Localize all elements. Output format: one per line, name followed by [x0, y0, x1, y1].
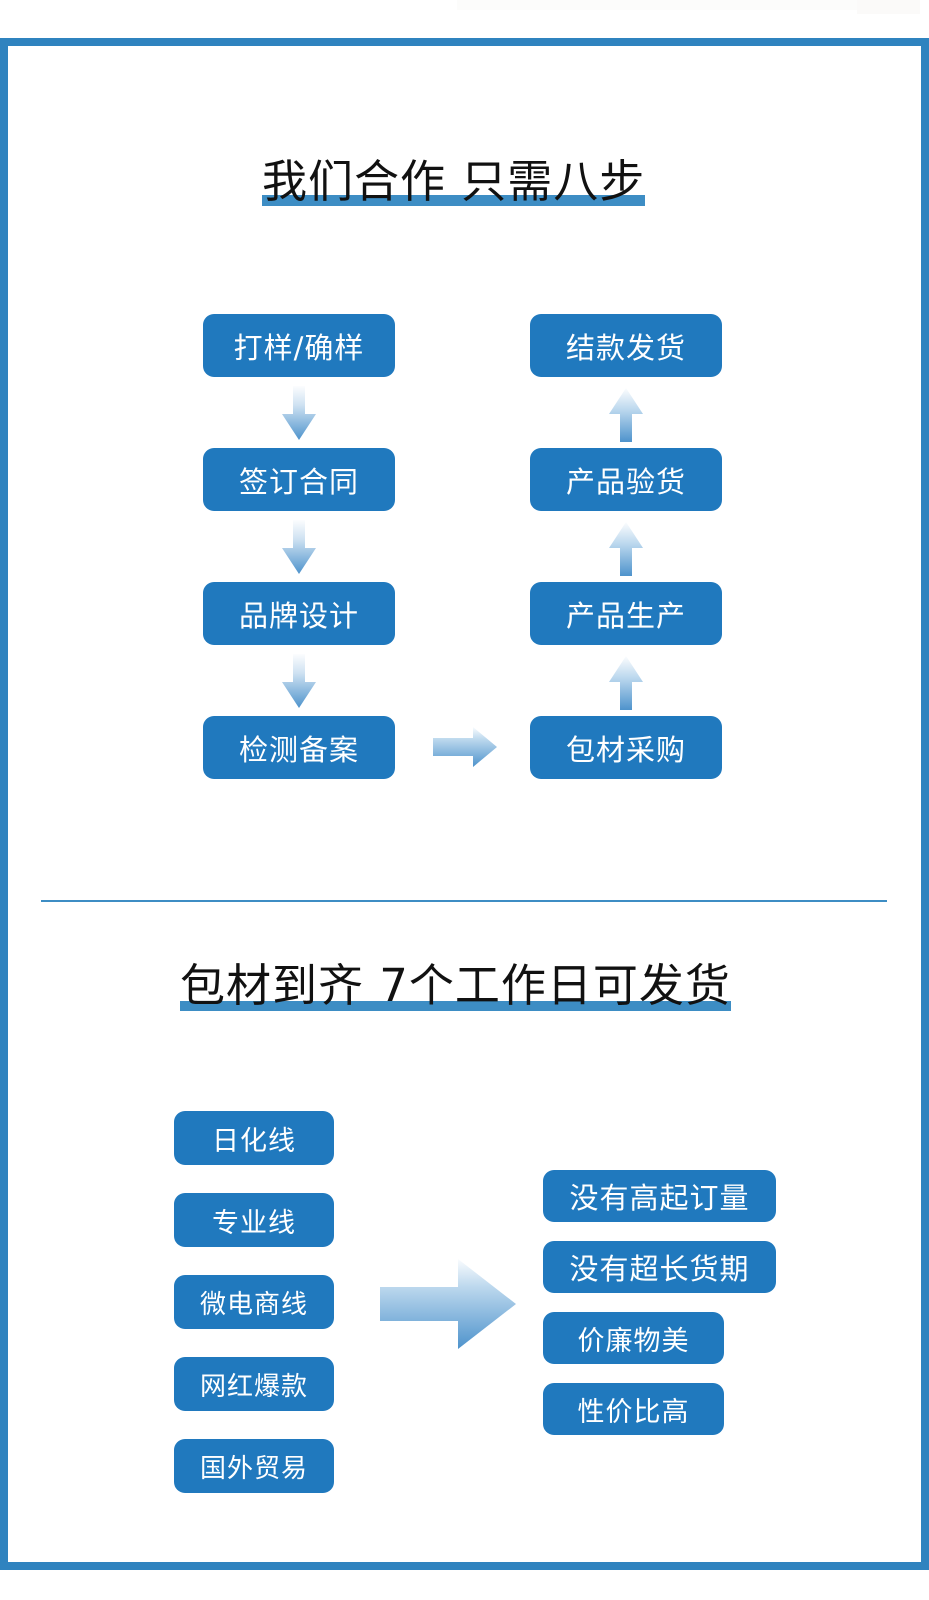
title-underline-bar	[262, 195, 646, 207]
product-line-item-3[interactable]: 微电商线	[174, 1275, 334, 1329]
step-box-2[interactable]: 签订合同	[203, 448, 395, 511]
step-box-4[interactable]: 检测备案	[203, 716, 395, 779]
step-box-8[interactable]: 结款发货	[530, 314, 722, 377]
arrow-down-icon-2	[276, 520, 322, 576]
section-two-title: 包材到齐 7个工作日可发货	[180, 958, 731, 1014]
step-box-1[interactable]: 打样/确样	[203, 314, 395, 377]
product-line-item-4[interactable]: 网红爆款	[174, 1357, 334, 1411]
step-box-6[interactable]: 产品生产	[530, 582, 722, 645]
top-edge-artifact	[457, 0, 857, 10]
section-one-title-text: 我们合作 只需八步	[262, 155, 646, 208]
benefit-item-4[interactable]: 性价比高	[543, 1383, 724, 1435]
arrow-right-icon-bridge	[433, 725, 501, 769]
section-divider	[41, 900, 887, 902]
section-two-title-text: 包材到齐 7个工作日可发货	[180, 959, 731, 1012]
arrow-up-icon-2	[603, 520, 649, 576]
step-box-7[interactable]: 产品验货	[530, 448, 722, 511]
benefit-item-3[interactable]: 价廉物美	[543, 1312, 724, 1364]
benefit-item-1[interactable]: 没有高起订量	[543, 1170, 776, 1222]
section-one-title: 我们合作 只需八步	[262, 154, 646, 210]
product-line-item-5[interactable]: 国外贸易	[174, 1439, 334, 1493]
top-edge-artifact-right	[857, 0, 920, 14]
title-underline-bar-2	[180, 1001, 731, 1012]
arrow-up-icon-3	[603, 386, 649, 442]
benefit-item-2[interactable]: 没有超长货期	[543, 1241, 776, 1293]
step-box-3[interactable]: 品牌设计	[203, 582, 395, 645]
arrow-up-icon-1	[603, 654, 649, 710]
product-line-item-2[interactable]: 专业线	[174, 1193, 334, 1247]
arrow-down-icon-1	[276, 386, 322, 442]
arrow-down-icon-3	[276, 654, 322, 710]
content-area: 我们合作 只需八步 打样/确样 签订合同 品牌设计 检测备案 包材采购 产品生产…	[8, 46, 921, 1562]
step-box-5[interactable]: 包材采购	[530, 716, 722, 779]
arrow-right-icon-large	[380, 1251, 520, 1357]
product-line-item-1[interactable]: 日化线	[174, 1111, 334, 1165]
